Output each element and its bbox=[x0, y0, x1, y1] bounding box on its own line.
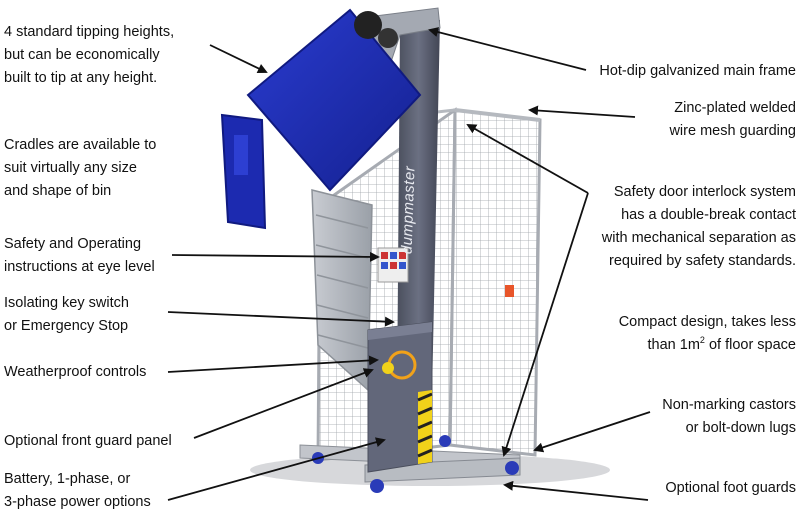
label-castors: Non-marking castors or bolt-down lugs bbox=[662, 394, 796, 440]
label-line: than 1m2 of floor space bbox=[619, 334, 797, 357]
arrow-mesh-guarding bbox=[528, 105, 636, 118]
label-line: 4 standard tipping heights, bbox=[4, 24, 175, 40]
label-line: Weatherproof controls bbox=[4, 364, 147, 380]
arrow-key-switch bbox=[167, 311, 395, 327]
label-fragment: of floor space bbox=[704, 337, 796, 353]
label-line: but can be economically bbox=[4, 47, 160, 63]
label-line: Optional front guard panel bbox=[4, 433, 172, 449]
label-cradles: Cradles are available to suit virtually … bbox=[4, 134, 156, 203]
door-handle bbox=[505, 285, 514, 297]
arrow-front-guard bbox=[193, 368, 374, 439]
control-box bbox=[367, 321, 433, 473]
label-key-switch: Isolating key switch or Emergency Stop bbox=[4, 292, 129, 338]
label-line: and shape of bin bbox=[4, 183, 112, 199]
label-line: Zinc-plated welded bbox=[674, 100, 796, 116]
key-switch-icon bbox=[382, 362, 394, 374]
label-line: Safety and Operating bbox=[4, 236, 142, 252]
arrow-foot-guards bbox=[503, 480, 649, 501]
label-compact: Compact design, takes less than 1m2 of f… bbox=[619, 311, 796, 357]
label-line: has a double-break contact bbox=[621, 207, 796, 223]
label-tip-heights: 4 standard tipping heights, but can be e… bbox=[4, 21, 174, 90]
label-line: Compact design, takes less bbox=[618, 314, 796, 330]
arrow-tip-heights bbox=[209, 44, 268, 74]
label-line: Cradles are available to bbox=[4, 137, 157, 153]
label-line: Hot-dip galvanized main frame bbox=[599, 63, 796, 79]
label-line: wire mesh guarding bbox=[669, 123, 796, 139]
label-line: or bolt-down lugs bbox=[685, 420, 796, 436]
label-fragment: than 1m bbox=[647, 337, 700, 353]
label-line: required by safety standards. bbox=[609, 253, 796, 269]
label-power: Battery, 1-phase, or 3-phase power optio… bbox=[4, 468, 151, 514]
label-line: instructions at eye level bbox=[4, 259, 155, 275]
label-superscript: 2 bbox=[699, 335, 705, 346]
arrow-main-frame bbox=[428, 27, 587, 71]
arrow-castors bbox=[533, 411, 651, 453]
instruction-panel bbox=[377, 247, 409, 283]
label-line: or Emergency Stop bbox=[4, 318, 129, 334]
label-line: Battery, 1-phase, or bbox=[4, 471, 131, 487]
label-foot-guards: Optional foot guards bbox=[665, 477, 796, 500]
arrow-interlock-1 bbox=[466, 124, 589, 194]
label-line: suit virtually any size bbox=[4, 160, 137, 176]
arrow-interlock-2 bbox=[501, 192, 589, 457]
wheelie-bin bbox=[220, 8, 422, 230]
label-safety-instructions: Safety and Operating instructions at eye… bbox=[4, 233, 155, 279]
arrow-weatherproof bbox=[167, 355, 379, 373]
label-line: built to tip at any height. bbox=[4, 70, 158, 86]
label-main-frame: Hot-dip galvanized main frame bbox=[599, 60, 796, 83]
arrow-safety-instructions bbox=[171, 251, 380, 262]
label-line: Optional foot guards bbox=[665, 480, 796, 496]
arrow-power bbox=[167, 437, 386, 501]
label-line: Isolating key switch bbox=[4, 295, 129, 311]
label-line: Non-marking castors bbox=[662, 397, 796, 413]
label-line: 3-phase power options bbox=[4, 494, 151, 510]
label-front-guard: Optional front guard panel bbox=[4, 430, 172, 453]
label-mesh-guarding: Zinc-plated welded wire mesh guarding bbox=[669, 97, 796, 143]
chute-panel bbox=[311, 189, 373, 392]
label-interlock: Safety door interlock system has a doubl… bbox=[602, 181, 796, 273]
label-line: with mechanical separation as bbox=[601, 230, 796, 246]
label-weatherproof: Weatherproof controls bbox=[4, 361, 146, 384]
label-line: Safety door interlock system bbox=[613, 184, 796, 200]
